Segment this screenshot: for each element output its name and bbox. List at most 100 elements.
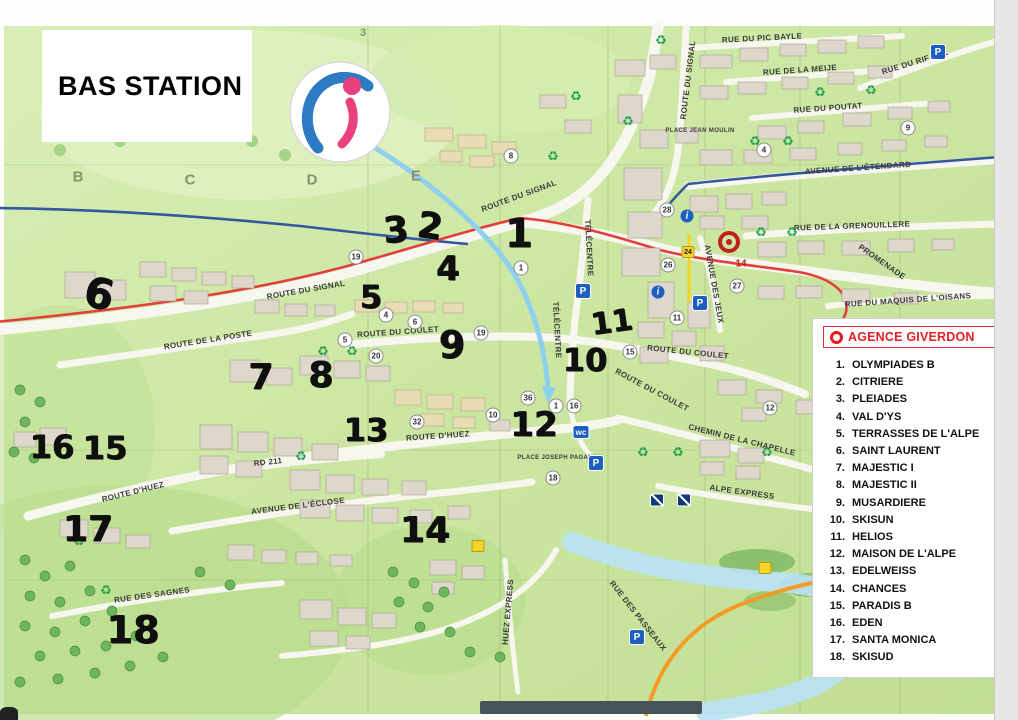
legend-item-label: SKISUN xyxy=(852,513,894,526)
yellow-marker: 24 xyxy=(681,246,695,258)
legend-item-label: PARADIS B xyxy=(852,599,912,612)
legend-item-number: 5. xyxy=(835,427,845,440)
scan-artifact-bar xyxy=(480,701,702,714)
yellow-marker xyxy=(758,562,772,574)
grid-label: D xyxy=(306,171,318,189)
legend-item: 7.MAJESTIC I xyxy=(823,460,1009,477)
resort-logo xyxy=(288,60,392,169)
handwritten-number-marker: 1 xyxy=(505,211,533,257)
map-number-badge: 12 xyxy=(762,400,778,416)
map-number-badge: 6 xyxy=(407,314,423,330)
legend-item: 9.MUSARDIERE xyxy=(823,495,1009,512)
scan-edge-right xyxy=(994,0,1018,720)
recycle-icon: ♻ xyxy=(749,133,761,149)
street-label: ROUTE DU COULET xyxy=(613,366,691,414)
legend-item: 14. CHANCES xyxy=(823,581,1009,598)
legend-item: 13. EDELWEISS xyxy=(823,563,1009,580)
legend-item-label: VAL D'YS xyxy=(852,410,902,423)
legend-item-label: EDELWEISS xyxy=(852,565,917,578)
map-number-badge: 11 xyxy=(669,310,685,326)
yellow-marker xyxy=(471,540,485,552)
map-number-badge: 36 xyxy=(520,390,536,406)
parking-icon: P xyxy=(575,283,591,299)
recycle-icon: ♻ xyxy=(73,533,85,549)
ski-lift-icon xyxy=(650,493,664,507)
street-label: ROUTE DU COULET xyxy=(646,343,730,361)
street-label: CHEMIN DE LA CHAPELLE xyxy=(687,422,797,458)
legend-item-number: 16. xyxy=(829,617,845,630)
street-label: TÉLÉCENTRE xyxy=(583,219,595,277)
agency-logo-icon xyxy=(830,330,843,344)
legend-item: 15. PARADIS B xyxy=(823,598,1009,615)
handwritten-number-marker: 11 xyxy=(588,302,636,343)
legend-item: 3. PLEIADES xyxy=(823,391,1009,408)
handwritten-number-marker: 13 xyxy=(343,411,389,449)
map-number-badge: 4 xyxy=(378,307,394,323)
grid-label: B xyxy=(72,168,84,186)
legend-item-label: CHANCES xyxy=(852,582,907,595)
ski-lift-icon xyxy=(677,493,691,507)
map-number-badge: 20 xyxy=(368,348,384,364)
handwritten-number-marker: 14 xyxy=(399,510,451,551)
handwritten-number-marker: 7 xyxy=(248,357,274,398)
info-icon: i xyxy=(651,285,665,299)
street-label: HUEZ EXPRESS xyxy=(500,578,516,646)
street-label: ROUTE DE LA POSTE xyxy=(163,328,253,352)
legend-item-label: TERRASSES DE L'ALPE xyxy=(852,427,980,440)
recycle-icon: ♻ xyxy=(672,444,684,460)
legend-item: 8.MAJESTIC II xyxy=(823,477,1009,494)
legend-item: 18.SKISUD xyxy=(823,649,1009,666)
handwritten-number-marker: 3 xyxy=(381,208,411,253)
legend-item-label: CITRIERE xyxy=(852,376,904,389)
legend-item-number: 3. xyxy=(835,393,845,406)
handwritten-number-marker: 16 xyxy=(29,428,75,466)
recycle-icon: ♻ xyxy=(295,448,307,464)
legend-item-number: 17. xyxy=(829,634,845,647)
legend-item: 10.SKISUN xyxy=(823,512,1009,529)
legend-item: 12.MAISON DE L'ALPE xyxy=(823,546,1009,563)
street-label: ROUTE DU SIGNAL xyxy=(678,40,698,120)
legend-item-label: SKISUD xyxy=(852,651,894,664)
street-label: AVENUE DE L'ÉCLOSE xyxy=(250,495,346,517)
legend-item: 5. TERRASSES DE L'ALPE xyxy=(823,426,1009,443)
legend-item-number: 14. xyxy=(829,582,845,595)
target-location-marker xyxy=(718,231,740,253)
grid-label: C xyxy=(184,171,196,189)
recycle-icon: ♻ xyxy=(622,113,634,129)
parking-icon: P xyxy=(629,629,645,645)
legend-title: AGENCE GIVERDON xyxy=(848,330,975,344)
legend-item-label: PLEIADES xyxy=(852,393,908,406)
street-label: ROUTE D'HUEZ xyxy=(100,479,166,505)
legend-item: 17.SANTA MONICA xyxy=(823,632,1009,649)
street-label: ALPE EXPRESS xyxy=(708,482,776,502)
map-number-badge: 18 xyxy=(545,470,561,486)
map-number-badge: 4 xyxy=(756,142,772,158)
legend-item-number: 8. xyxy=(835,479,845,492)
legend-item-label: MUSARDIERE xyxy=(852,496,926,509)
street-label: TÉLÉCENTRE xyxy=(551,301,563,359)
info-icon: i xyxy=(680,209,694,223)
legend-item-number: 13. xyxy=(829,565,845,578)
legend-item-number: 6. xyxy=(835,445,845,458)
legend-item-number: 15. xyxy=(829,599,845,612)
parking-icon: P xyxy=(930,44,946,60)
street-label: ROUTE DU SIGNAL xyxy=(480,178,558,214)
legend-item-label: OLYMPIADES B xyxy=(852,359,935,371)
grid-label: E xyxy=(410,167,422,185)
map-number-badge: 9 xyxy=(900,120,916,136)
recycle-icon: ♻ xyxy=(346,343,358,359)
street-label: AVENUE DES JEUX xyxy=(702,243,726,325)
map-number-badge: 1 xyxy=(548,398,564,414)
map-title: BAS STATION xyxy=(42,30,252,142)
handwritten-number-marker: 6 xyxy=(79,266,119,321)
legend-item: 6.SAINT LAURENT xyxy=(823,443,1009,460)
recycle-icon: ♻ xyxy=(655,32,667,48)
street-label: AVENUE DE L'ÉTENDARD xyxy=(804,159,912,177)
handwritten-number-marker: 18 xyxy=(106,608,160,652)
street-label: RUE DE LA MEIJE xyxy=(762,62,838,78)
legend-item-label: MAISON DE L'ALPE xyxy=(852,548,957,561)
recycle-icon: ♻ xyxy=(570,88,582,104)
